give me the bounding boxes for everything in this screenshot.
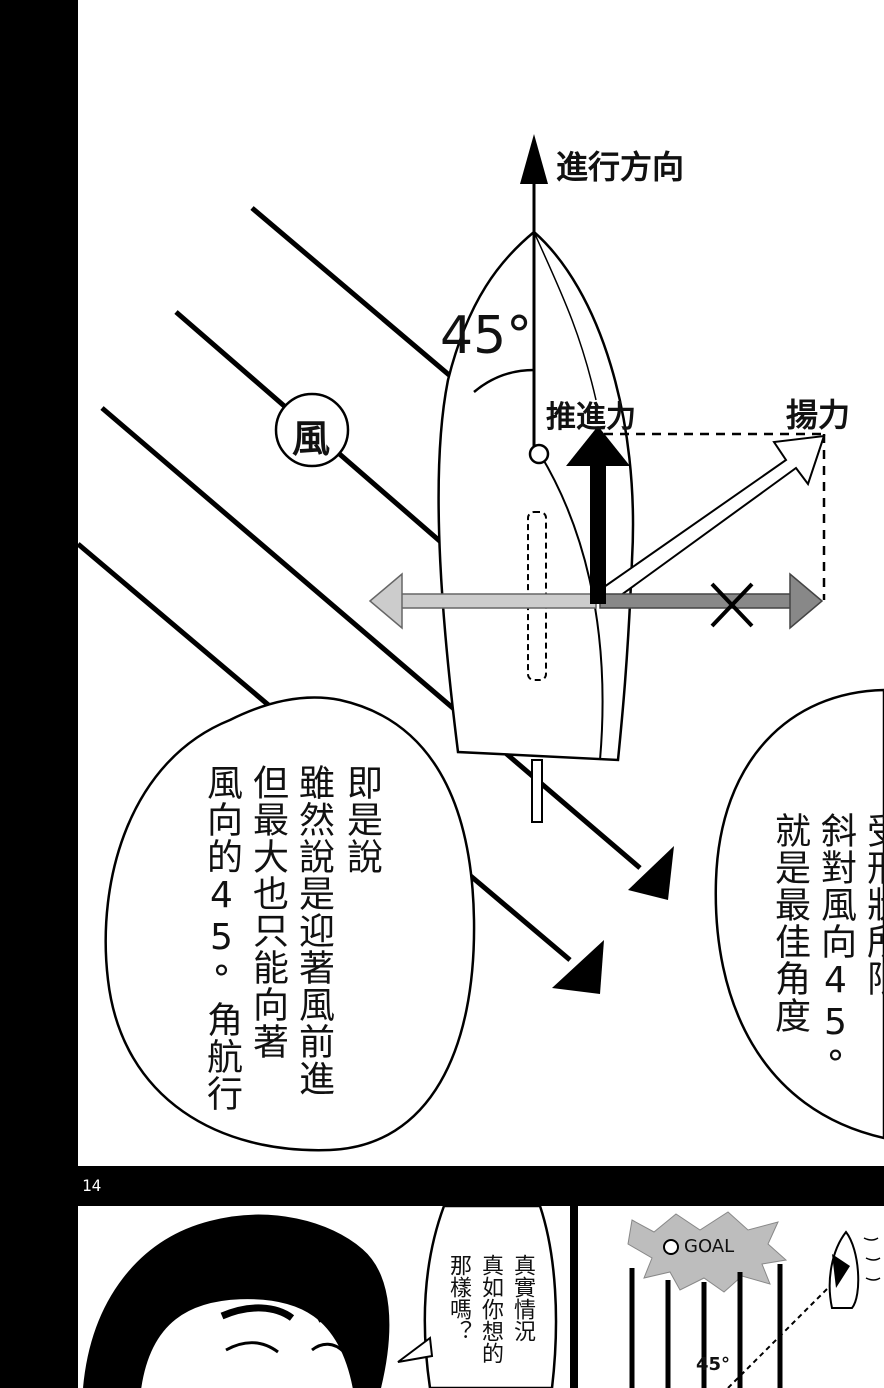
left-border [0,0,78,1388]
bubble-bottom-line-3: 那樣嗎？ [446,1254,471,1342]
panel-gutter [78,1166,884,1206]
bubble-left-line-4: 風向的45°角航行 [201,764,242,1112]
wind-arrow-head [552,940,604,994]
pivot-point [528,443,550,465]
lift-arrow [592,434,826,608]
wind-arrow-head [628,846,674,900]
thrust-label: 推進力 [546,400,636,435]
bubble-bottom-line-1: 真實情況 [510,1254,535,1342]
bubble-left-line-3: 但最大也只能向著 [247,764,288,1060]
goal-label: GOAL [684,1236,735,1257]
angle-arc [473,368,535,393]
speech-bubble-left [104,696,476,1152]
rudder [531,759,543,823]
bubble-right-line-1: 受形狀所限 [861,812,884,997]
page-number: 14 [82,1176,102,1195]
speech-bubble-bottom [423,1204,558,1388]
bubble-right-line-2: 斜對風向45° [815,812,856,1086]
boat-hull [437,230,635,762]
bubble-bottom-line-2: 真如你想的 [478,1254,503,1364]
speech-bubble-right [714,688,884,1140]
force-parallelogram [604,432,826,600]
bubble-left-line-1: 即是說 [341,764,382,875]
direction-label: 進行方向 [556,148,685,186]
wind-label-circle [274,392,350,468]
thrust-arrow [566,426,630,604]
bubble-left-line-2: 雖然說是迎著風前進 [293,764,334,1097]
lateral-arrow-right [599,572,824,630]
inset-angle-label: 45° [696,1354,731,1375]
cancel-cross-icon [710,582,754,628]
angle-label: 45° [440,306,533,366]
panel-divider [570,1206,578,1388]
lift-label: 揚力 [786,396,851,434]
direction-arrow [520,134,548,184]
wind-label: 風 [292,417,331,461]
inset-course-diagram [627,1211,881,1388]
character-face [83,1214,390,1388]
bubble-right-line-3: 就是最佳角度 [769,812,810,1034]
